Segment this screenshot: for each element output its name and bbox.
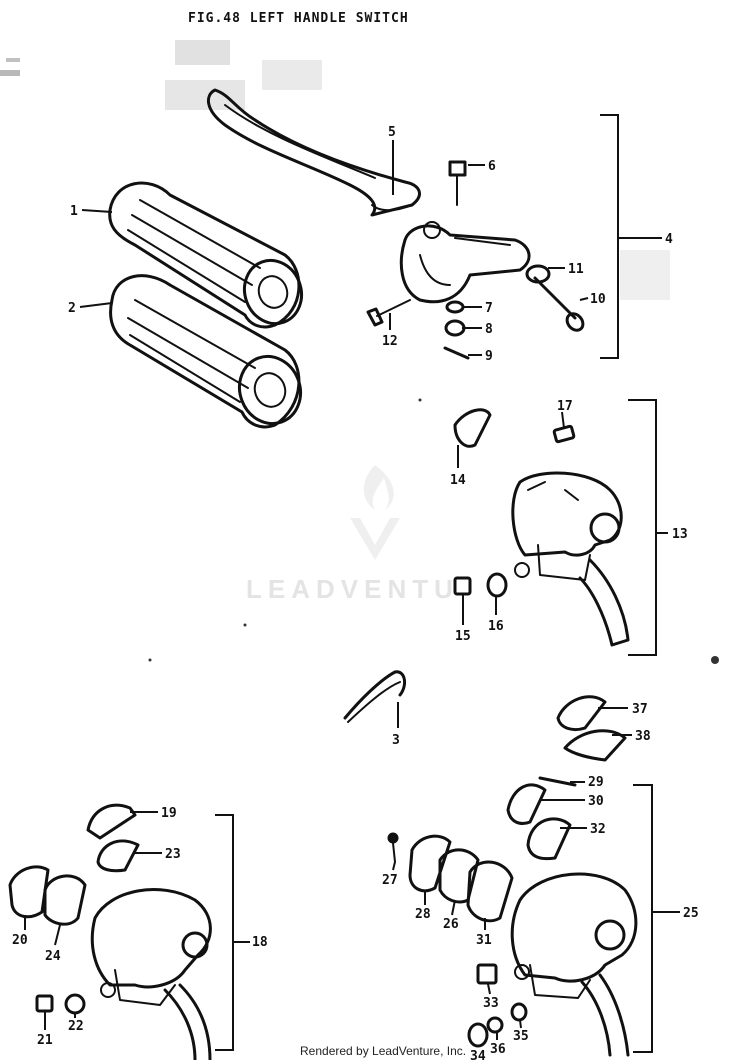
pin-9: [443, 346, 470, 360]
knob-20: [8, 865, 50, 919]
button-15: [453, 576, 472, 596]
callout-22: 22: [68, 1019, 84, 1034]
knob-28: [408, 834, 452, 893]
callout-10: 10: [590, 292, 606, 307]
callout-14: 14: [450, 473, 466, 488]
callout-29: 29: [588, 775, 604, 790]
callout-6: 6: [488, 159, 496, 174]
knob-30: [506, 783, 547, 825]
spring-35: [510, 1002, 528, 1022]
callout-2: 2: [68, 301, 76, 316]
group-bracket-4: [600, 114, 619, 359]
bolt-6: [448, 160, 467, 206]
callout-23: 23: [165, 847, 181, 862]
nut-8: [444, 319, 466, 337]
scan-noise: [0, 40, 719, 664]
cap-37: [556, 695, 607, 732]
knob-19: [86, 803, 137, 840]
knob-14: [453, 408, 492, 448]
footer-credit: Rendered by LeadVenture, Inc.: [300, 1044, 466, 1058]
handle-grip-1: [108, 181, 303, 329]
callout-25: 25: [683, 906, 699, 921]
clutch-lever: [206, 88, 421, 217]
handle-grip-2: [109, 274, 302, 429]
callout-11: 11: [568, 262, 584, 277]
callout-27: 27: [382, 873, 398, 888]
group-bracket-18: [215, 814, 234, 1051]
bolt-12: [366, 299, 411, 327]
callout-21: 21: [37, 1033, 53, 1048]
spring-16: [486, 572, 508, 598]
callout-37: 37: [632, 702, 648, 717]
callout-1: 1: [70, 204, 78, 219]
group-bracket-25: [633, 784, 653, 1053]
switch-housing-25: [510, 872, 638, 1057]
callout-33: 33: [483, 996, 499, 1011]
group-bracket-13: [628, 399, 657, 656]
callout-35: 35: [513, 1029, 529, 1044]
wire-harness-3: [343, 670, 407, 723]
callout-19: 19: [161, 806, 177, 821]
screw-27: [387, 832, 399, 863]
callout-30: 30: [588, 794, 604, 809]
callout-labels: 1 2 5 6 7 8 9 10 11 12 4 14 17 13 15 16 …: [12, 125, 699, 1060]
washer-7: [445, 300, 465, 314]
callout-7: 7: [485, 301, 493, 316]
callout-12: 12: [382, 334, 398, 349]
callout-24: 24: [45, 949, 61, 964]
callout-38: 38: [635, 729, 651, 744]
callout-32: 32: [590, 822, 606, 837]
flame-v-logo-icon: [350, 465, 400, 560]
callout-28: 28: [415, 907, 431, 922]
cover-38: [563, 729, 627, 762]
plate-24: [43, 874, 87, 926]
switch-housing-18: [90, 888, 212, 1060]
callout-16: 16: [488, 619, 504, 634]
cap-17: [552, 424, 576, 444]
watermark: LEADVENTU: [246, 465, 459, 604]
washer-11: [525, 264, 551, 284]
callout-17: 17: [557, 399, 573, 414]
screw-10: [533, 276, 585, 332]
leader-lines: [24, 140, 680, 1040]
callout-13: 13: [672, 527, 688, 542]
screw-29: [538, 776, 577, 787]
callout-9: 9: [485, 349, 493, 364]
callout-20: 20: [12, 933, 28, 948]
callout-15: 15: [455, 629, 471, 644]
callout-3: 3: [392, 733, 400, 748]
callout-31: 31: [476, 933, 492, 948]
button-21: [35, 994, 54, 1013]
switch-body-31: [466, 860, 514, 923]
callout-18: 18: [252, 935, 268, 950]
knob-23: [96, 839, 140, 873]
lever-bracket: [399, 221, 531, 304]
callout-8: 8: [485, 322, 493, 337]
button-33: [476, 963, 498, 985]
callout-36: 36: [490, 1042, 506, 1057]
callout-5: 5: [388, 125, 396, 140]
callout-4: 4: [665, 232, 673, 247]
switch-housing-13: [511, 471, 630, 647]
callout-26: 26: [443, 917, 459, 932]
washer-36: [486, 1016, 504, 1034]
knob-32: [526, 817, 572, 861]
spring-22: [64, 993, 86, 1015]
callout-34: 34: [470, 1049, 486, 1060]
watermark-text: LEADVENTU: [246, 574, 459, 604]
button-34: [467, 1022, 489, 1048]
figure-title: FIG.48 LEFT HANDLE SWITCH: [188, 11, 409, 26]
